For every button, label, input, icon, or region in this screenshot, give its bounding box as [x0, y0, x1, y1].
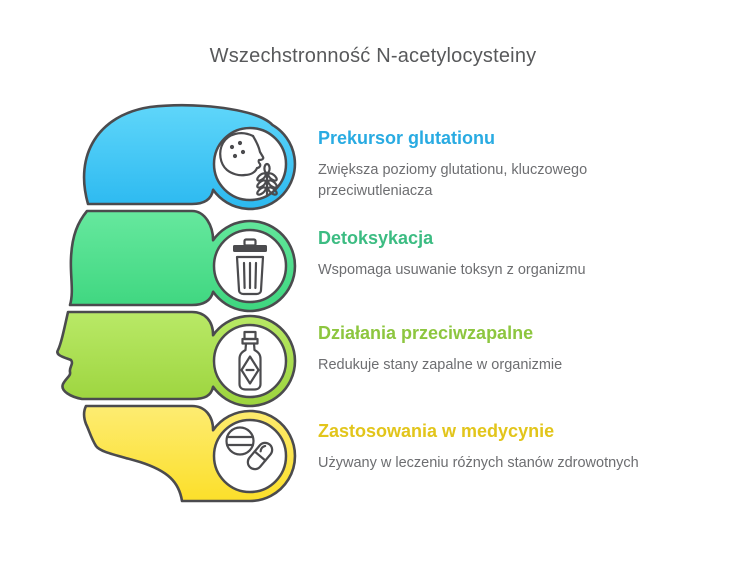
brain-wheat-icon: [219, 132, 278, 198]
section-body: Wspomaga usuwanie toksyn z organizmu: [318, 262, 586, 278]
section-heading: Detoksykacja: [318, 228, 434, 248]
pills-icon: [225, 426, 274, 471]
icon-circle-antiinflammatory: [212, 323, 288, 399]
section-body: Zwiększa poziomy glutationu, kluczowego …: [318, 162, 588, 199]
section-detox: Detoksykacja Wspomaga usuwanie toksyn z …: [318, 226, 686, 281]
section-glutathione-precursor: Prekursor glutationu Zwiększa poziomy gl…: [318, 126, 686, 202]
section-heading: Działania przeciwzapalne: [318, 323, 534, 343]
trash-icon: [233, 238, 267, 296]
section-heading: Prekursor glutationu: [318, 128, 496, 148]
section-medicine: Zastosowania w medycynie Używany w lecze…: [318, 419, 686, 474]
page-title: Wszechstronność N-acetylocysteiny: [209, 45, 537, 67]
section-body: Używany w leczeniu różnych stanów zdrowo…: [318, 455, 639, 471]
section-antiinflammatory: Działania przeciwzapalne Redukuje stany …: [318, 321, 686, 376]
sauce-bottle-icon: [238, 330, 262, 391]
section-body: Redukuje stany zapalne w organizmie: [318, 357, 563, 373]
section-heading: Zastosowania w medycynie: [318, 421, 555, 441]
